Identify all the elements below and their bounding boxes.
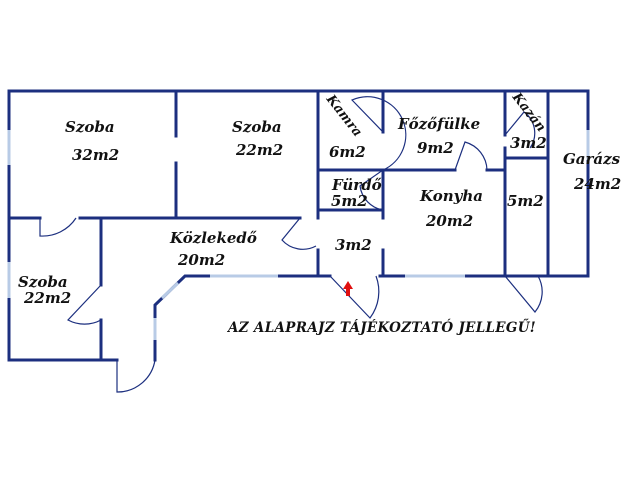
door-kamra[interactable] bbox=[350, 96, 407, 171]
door-entrance[interactable] bbox=[329, 275, 380, 319]
door-szoba-left[interactable] bbox=[67, 284, 102, 325]
doors bbox=[39, 96, 543, 393]
room-area-szoba-22: 22m2 bbox=[235, 141, 283, 159]
door-fozofulke[interactable] bbox=[454, 141, 488, 171]
door-kazan[interactable] bbox=[504, 111, 536, 149]
walls bbox=[7, 89, 590, 362]
room-name-szoba-32: Szoba bbox=[65, 118, 115, 136]
room-name-kamra: Kamra bbox=[322, 91, 364, 139]
windows bbox=[7, 130, 590, 340]
disclaimer-note: AZ ALAPRAJZ TÁJÉKOZTATÓ JELLEGŰ! bbox=[226, 319, 536, 336]
room-name-konyha: Konyha bbox=[419, 187, 483, 205]
room-area-garazs: 24m2 bbox=[573, 175, 621, 193]
room-area-vestibule: 3m2 bbox=[335, 236, 372, 254]
room-name-garazs: Garázs bbox=[563, 150, 621, 168]
room-name-kozlekedo: Közlekedő bbox=[169, 229, 257, 247]
room-area-kamra: 6m2 bbox=[329, 143, 366, 161]
room-area-szoba-left: 22m2 bbox=[23, 289, 71, 307]
room-name-fozofulke: Főzőfülke bbox=[397, 115, 480, 133]
room-name-szoba-22: Szoba bbox=[232, 118, 282, 136]
room-area-corridor-5: 5m2 bbox=[507, 192, 544, 210]
door-szoba-top[interactable] bbox=[39, 217, 77, 237]
room-area-fozofulke: 9m2 bbox=[417, 139, 454, 157]
room-area-konyha: 20m2 bbox=[425, 212, 473, 230]
room-name-kazan: Kazán bbox=[508, 89, 548, 134]
door-furdo[interactable] bbox=[359, 169, 384, 211]
up-arrow-icon bbox=[343, 281, 353, 296]
room-name-furdo: Fürdő bbox=[331, 176, 382, 194]
room-name-szoba-left: Szoba bbox=[18, 273, 68, 291]
door-kozlekedo[interactable] bbox=[281, 217, 317, 250]
room-area-kozlekedo: 20m2 bbox=[177, 251, 225, 269]
door-main[interactable] bbox=[116, 359, 156, 393]
room-area-kazan: 3m2 bbox=[510, 134, 547, 152]
room-area-furdo: 5m2 bbox=[331, 192, 368, 210]
door-garazs[interactable] bbox=[504, 275, 543, 313]
room-area-szoba-32: 32m2 bbox=[72, 146, 119, 164]
